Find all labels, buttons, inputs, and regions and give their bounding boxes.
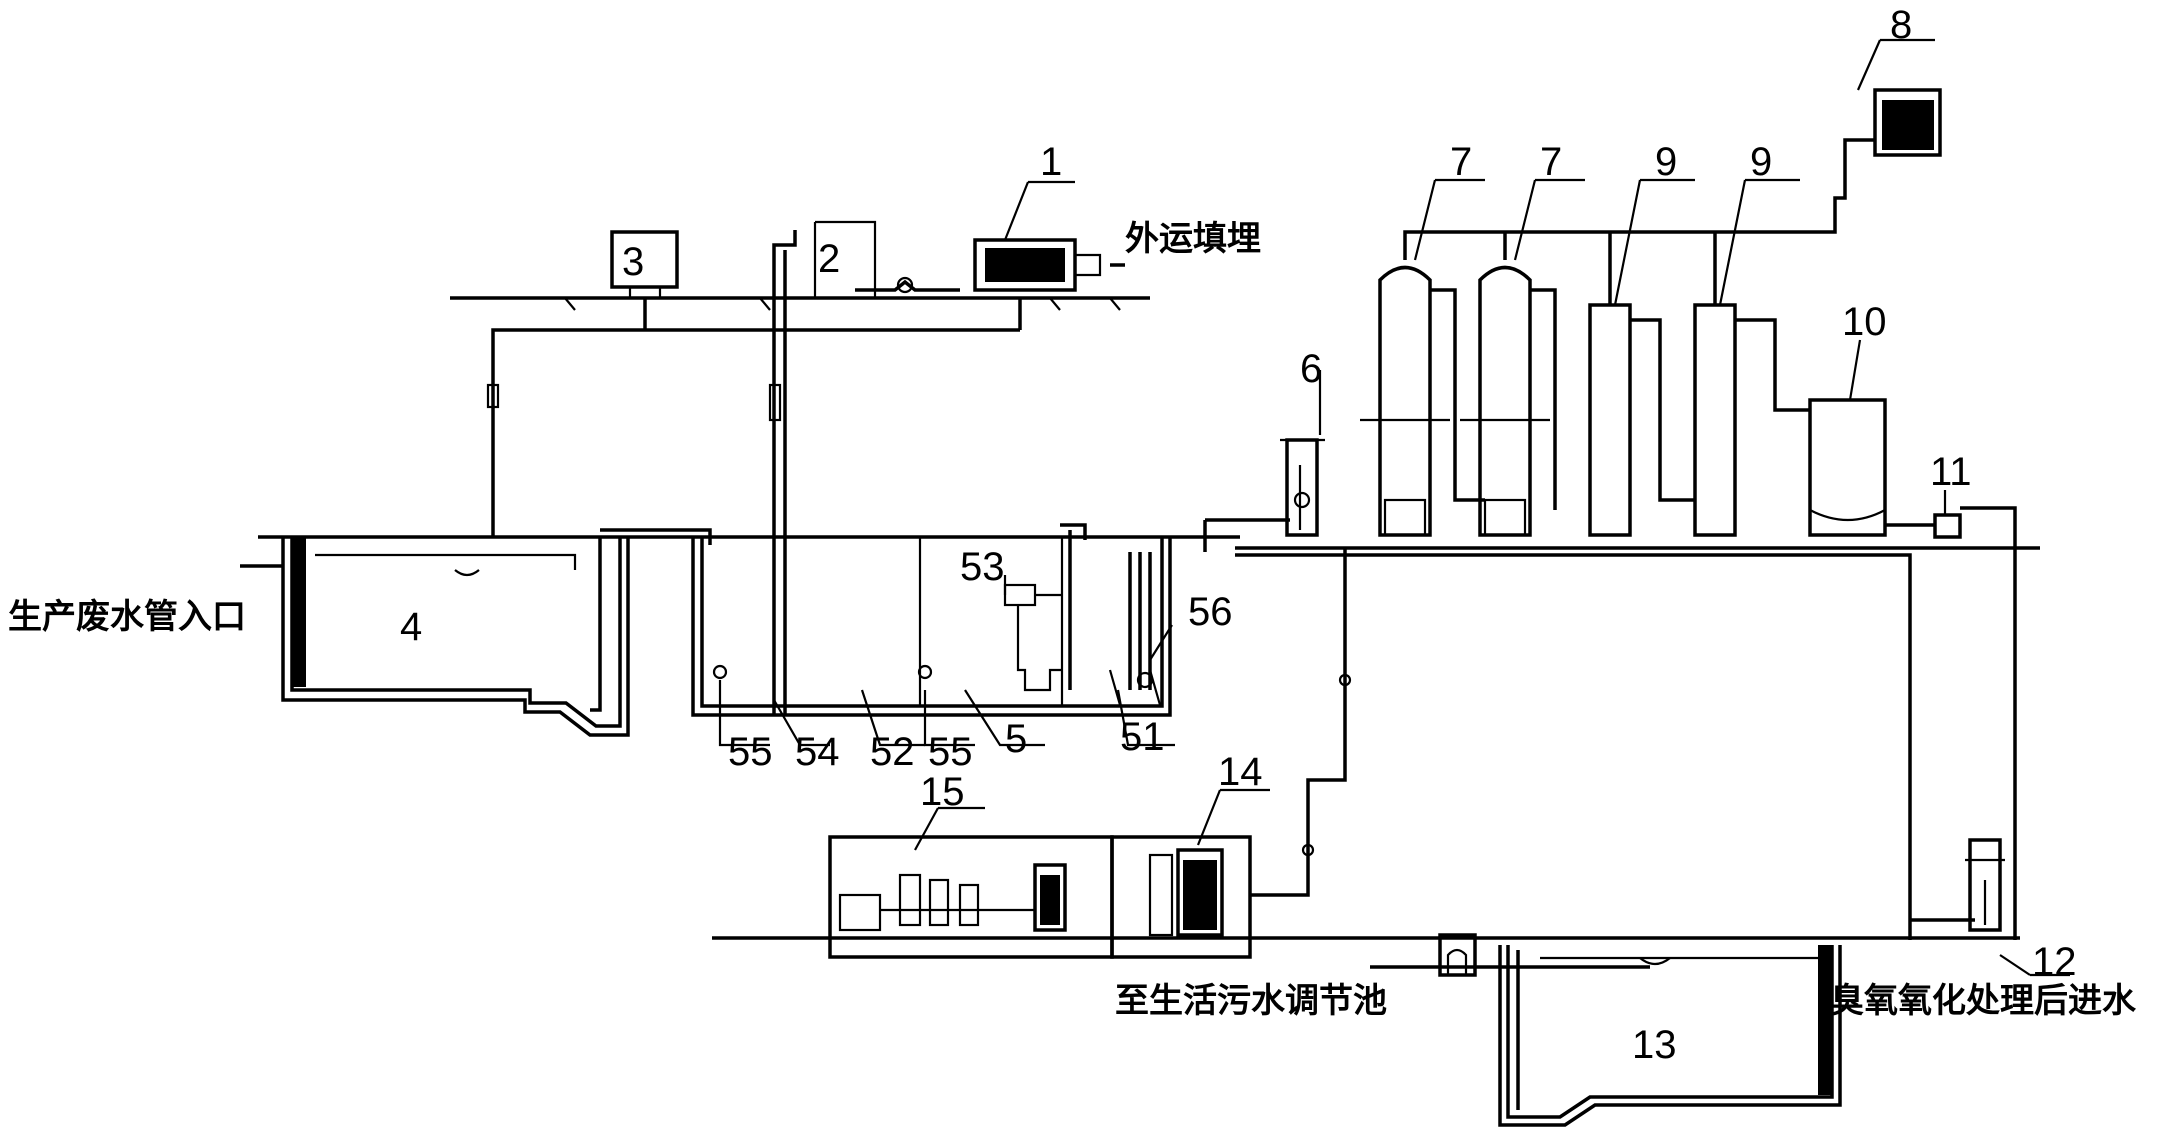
equipment-11 [1885, 506, 2017, 940]
label-6: 6 [1300, 347, 1322, 391]
equipment-12 [1910, 838, 2005, 932]
label-51: 51 [1120, 715, 1165, 759]
label-11: 11 [1930, 450, 1972, 494]
header-piping [1403, 138, 1875, 305]
label-1: 1 [1040, 140, 1062, 184]
tank-5 [600, 523, 1172, 717]
label-56: 56 [1188, 590, 1233, 634]
tank-13 [1438, 933, 1842, 1127]
text-ozone-inlet: 臭氧氧化处理后进水 [1830, 981, 2137, 1021]
leader-lines [718, 38, 2070, 977]
equipment-2 [813, 220, 960, 298]
equipment-10 [1808, 398, 1887, 537]
equipment-8 [1873, 88, 1942, 157]
label-7a: 7 [1450, 140, 1472, 184]
text-to-domestic-pool: 至生活污水调节池 [1115, 981, 1387, 1021]
text-wastewater-inlet: 生产废水管入口 [8, 597, 246, 637]
label-10: 10 [1842, 300, 1887, 344]
label-2: 2 [818, 237, 840, 281]
label-14: 14 [1218, 750, 1263, 794]
label-54: 54 [795, 730, 840, 774]
equipment-15 [828, 835, 1114, 959]
label-4: 4 [400, 605, 422, 649]
label-13: 13 [1632, 1023, 1677, 1067]
upper-piping [486, 230, 1022, 715]
label-55a: 55 [728, 730, 773, 774]
equipment-6 [1203, 438, 1325, 552]
label-52: 52 [870, 730, 915, 774]
label-12: 12 [2032, 940, 2077, 984]
equipment-3 [610, 230, 679, 298]
label-15: 15 [920, 770, 965, 814]
equipment-1-filter-press [973, 238, 1125, 292]
label-8: 8 [1890, 3, 1912, 47]
columns-7 [1360, 265, 1557, 537]
label-9a: 9 [1655, 140, 1677, 184]
tank-4 [240, 537, 630, 737]
label-9b: 9 [1750, 140, 1772, 184]
label-55b: 55 [928, 730, 973, 774]
ground-lines [258, 296, 2040, 969]
text-landfill: 外运填埋 [1125, 219, 1261, 259]
ozone-return-piping [1235, 548, 1912, 940]
label-5: 5 [1005, 717, 1027, 761]
label-3: 3 [622, 240, 644, 284]
label-53: 53 [960, 545, 1005, 589]
columns-9 [1588, 303, 1810, 537]
label-7b: 7 [1540, 140, 1562, 184]
